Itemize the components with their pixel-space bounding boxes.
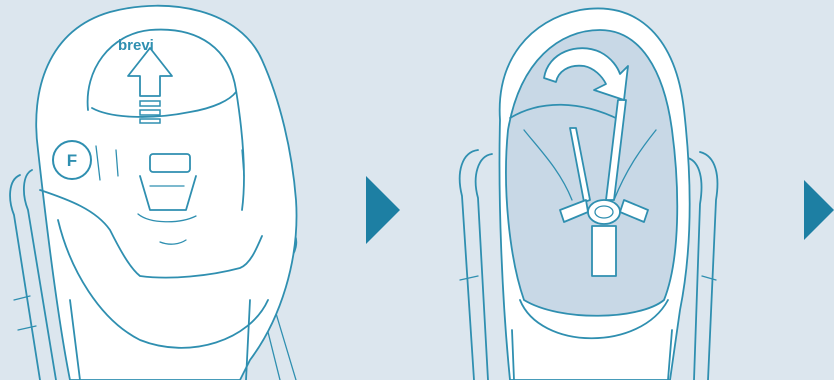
step-arrow-icon — [804, 180, 834, 240]
step-2-illustration — [460, 8, 718, 380]
callout-f: F — [53, 141, 91, 179]
step-arrow-icon — [366, 176, 400, 244]
step-1-illustration: brevi F — [10, 6, 296, 380]
callout-letter: F — [67, 151, 77, 170]
